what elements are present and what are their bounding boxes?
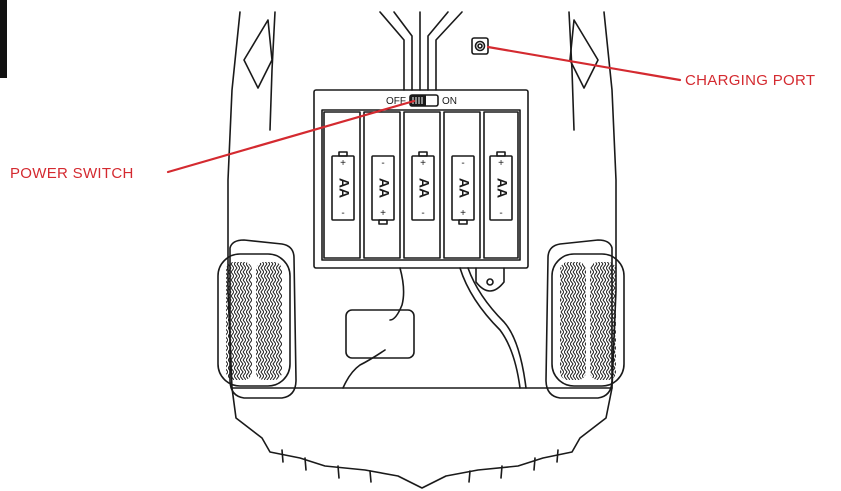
- switch-off-label: OFF: [386, 96, 406, 107]
- battery-5-top-sign: +: [498, 158, 504, 169]
- battery-2-bottom-sign: +: [380, 208, 386, 219]
- mounting-hole: [486, 278, 494, 286]
- battery-tray: [321, 109, 521, 261]
- corner-tab: [0, 0, 7, 78]
- right-wheel: [551, 253, 625, 387]
- battery-5-bottom-sign: -: [499, 208, 502, 219]
- battery-compartment: [313, 89, 529, 269]
- battery-4-top-sign: -: [461, 158, 464, 169]
- right-wheel-housing: [545, 239, 613, 399]
- mounting-tab: [475, 267, 505, 292]
- battery-3-bottom-sign: -: [421, 208, 424, 219]
- battery-4-label: AA: [456, 178, 472, 198]
- battery-cell-5: [483, 111, 519, 259]
- front-bumper: [231, 387, 613, 489]
- battery-3-top-sign: +: [420, 158, 426, 169]
- battery-cell-2: [363, 111, 401, 259]
- charging-port: [471, 37, 489, 55]
- power-switch-leader: [166, 99, 416, 174]
- left-fin: [243, 19, 273, 89]
- battery-4-bottom-sign: +: [460, 208, 466, 219]
- power-switch-label: POWER SWITCH: [10, 165, 134, 182]
- battery-3-label: AA: [416, 178, 432, 198]
- battery-2-label: AA: [376, 178, 392, 198]
- battery-1-bottom-sign: -: [341, 208, 344, 219]
- right-fin: [569, 19, 599, 89]
- power-switch-slider: [410, 95, 426, 106]
- bumper-teeth: [281, 449, 559, 483]
- car-body-outline: [227, 11, 617, 389]
- left-inner-rail: [269, 11, 276, 131]
- wire-4: [427, 11, 449, 91]
- charging-port-leader: [486, 45, 682, 82]
- battery-5-label: AA: [494, 178, 510, 198]
- battery-1-label: AA: [336, 178, 352, 198]
- wire-1: [379, 11, 405, 91]
- wire-5: [435, 11, 463, 91]
- left-cable: [342, 267, 405, 389]
- right-inner-rail: [568, 11, 575, 131]
- battery-cell-4: [443, 111, 481, 259]
- battery-cell-3: [403, 111, 441, 259]
- right-cable: [459, 267, 521, 389]
- right-cable-2: [467, 267, 527, 389]
- switch-on-label: ON: [442, 96, 457, 107]
- battery-2-top-sign: -: [381, 158, 384, 169]
- battery-cell-1: [323, 111, 361, 259]
- battery-1-top-sign: +: [340, 158, 346, 169]
- control-module: [345, 309, 415, 359]
- charging-port-label: CHARGING PORT: [685, 72, 816, 89]
- left-wheel-housing: [229, 239, 297, 399]
- wire-2: [393, 11, 413, 91]
- left-wheel: [217, 253, 291, 387]
